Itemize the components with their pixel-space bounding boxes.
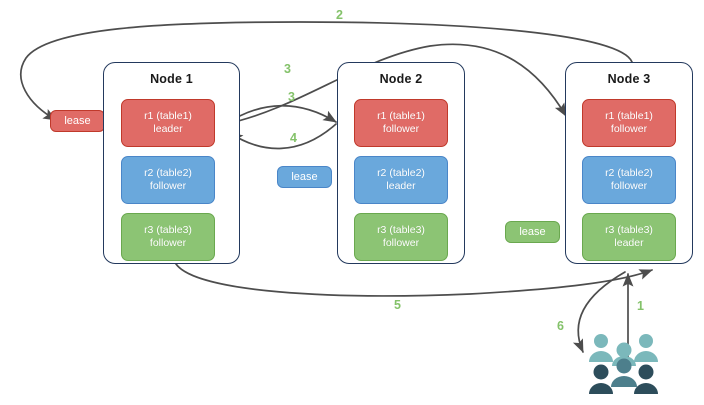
people-group-icon	[589, 334, 658, 394]
lease-chip-r2[interactable]: lease	[277, 166, 332, 188]
node-card-node3[interactable]: Node 3 r1 (table1) follower r2 (table2) …	[565, 62, 693, 264]
edge-label-6: 6	[557, 319, 564, 333]
lease-label: lease	[519, 226, 546, 238]
replica-role: follower	[610, 123, 648, 135]
replica-name: r3 (table3)	[144, 224, 192, 236]
replica-node1-r1[interactable]: r1 (table1) leader	[121, 99, 215, 147]
replica-node2-r3[interactable]: r3 (table3) follower	[354, 213, 448, 261]
replica-name: r1 (table1)	[605, 110, 653, 122]
lease-label: lease	[291, 171, 318, 183]
replica-name: r1 (table1)	[377, 110, 425, 122]
replica-role: follower	[382, 237, 420, 249]
node-card-node1[interactable]: Node 1 r1 (table1) leader r2 (table2) fo…	[103, 62, 240, 264]
replica-name: r1 (table1)	[144, 110, 192, 122]
replica-role: follower	[149, 237, 187, 249]
replica-name: r2 (table2)	[144, 167, 192, 179]
replica-node2-r2[interactable]: r2 (table2) leader	[354, 156, 448, 204]
replica-role: follower	[382, 123, 420, 135]
replica-role: leader	[386, 180, 416, 192]
edge-label-3b: 3	[288, 90, 295, 104]
replica-node3-r3[interactable]: r3 (table3) leader	[582, 213, 676, 261]
replica-role: follower	[610, 180, 648, 192]
edge-label-1: 1	[637, 299, 644, 313]
replica-role: follower	[149, 180, 187, 192]
node-card-node2[interactable]: Node 2 r1 (table1) follower r2 (table2) …	[337, 62, 465, 264]
lease-label: lease	[64, 115, 91, 127]
replica-node1-r3[interactable]: r3 (table3) follower	[121, 213, 215, 261]
edge-6	[572, 271, 626, 353]
edge-label-3a: 3	[284, 62, 291, 76]
node-title: Node 3	[607, 72, 651, 86]
edge-label-2: 2	[336, 8, 343, 22]
edge-label-5: 5	[394, 298, 401, 312]
replica-role: leader	[153, 123, 183, 135]
replica-node1-r2[interactable]: r2 (table2) follower	[121, 156, 215, 204]
lease-chip-r1[interactable]: lease	[50, 110, 105, 132]
replica-name: r2 (table2)	[377, 167, 425, 179]
edge-5	[175, 263, 653, 297]
replica-name: r2 (table2)	[605, 167, 653, 179]
edge-3-node3	[225, 43, 567, 125]
edge-4	[229, 123, 337, 150]
edge-label-4: 4	[290, 131, 297, 145]
edge-2	[20, 21, 633, 121]
replica-node3-r2[interactable]: r2 (table2) follower	[582, 156, 676, 204]
node-title: Node 1	[150, 72, 193, 86]
replica-name: r3 (table3)	[377, 224, 425, 236]
lease-chip-r3[interactable]: lease	[505, 221, 560, 243]
node-title: Node 2	[379, 72, 423, 86]
replica-name: r3 (table3)	[605, 224, 653, 236]
replica-node2-r1[interactable]: r1 (table1) follower	[354, 99, 448, 147]
replica-node3-r1[interactable]: r1 (table1) follower	[582, 99, 676, 147]
edge-3-node2	[225, 104, 337, 125]
replica-role: leader	[614, 237, 644, 249]
